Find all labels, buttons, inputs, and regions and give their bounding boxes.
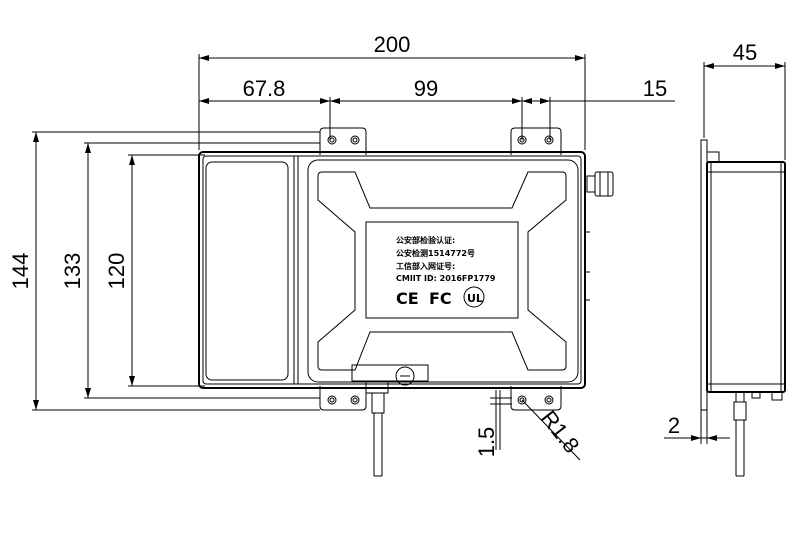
fc-mark: FC bbox=[429, 289, 452, 308]
mounting-tabs-bottom bbox=[319, 386, 562, 411]
dim-1-5-text: 1.5 bbox=[474, 427, 499, 458]
cable-gland bbox=[351, 364, 429, 477]
dim-45-text: 45 bbox=[733, 40, 757, 65]
enclosure-front-view: 公安部检验认证: 公安检测1514772号 工信部入网证号: CMIIT ID:… bbox=[198, 151, 590, 389]
dimension-hole-positions: 67.8 99 15 bbox=[199, 76, 675, 140]
dim-67-8-text: 67.8 bbox=[243, 76, 286, 101]
ul-mark: UL bbox=[467, 292, 483, 305]
dimension-heights: 144 133 120 bbox=[8, 131, 320, 411]
label-line-3: 工信部入网证号: bbox=[396, 261, 455, 271]
ce-mark: CE bbox=[396, 289, 419, 308]
dim-133-text: 133 bbox=[60, 253, 85, 290]
enclosure-side-view: 45 2 bbox=[664, 40, 786, 477]
dim-200-text: 200 bbox=[374, 32, 411, 57]
antenna-connector bbox=[586, 171, 614, 197]
dim-2-text: 2 bbox=[668, 413, 680, 438]
label-line-1: 公安部检验认证: bbox=[396, 235, 455, 245]
dim-120-text: 120 bbox=[104, 253, 129, 290]
dim-144-text: 144 bbox=[8, 253, 33, 290]
label-line-2: 公安检测1514772号 bbox=[396, 248, 475, 258]
dimension-tab-details: 1.5 R1.8 bbox=[474, 390, 584, 461]
dim-15-text: 15 bbox=[643, 76, 667, 101]
dim-99-text: 99 bbox=[414, 76, 438, 101]
dimension-overall-width: 200 bbox=[198, 32, 586, 150]
label-line-4: CMIIT ID: 2016FP1779 bbox=[396, 274, 496, 283]
dim-r1-8-text: R1.8 bbox=[536, 406, 584, 458]
mounting-tabs-top bbox=[319, 127, 562, 155]
